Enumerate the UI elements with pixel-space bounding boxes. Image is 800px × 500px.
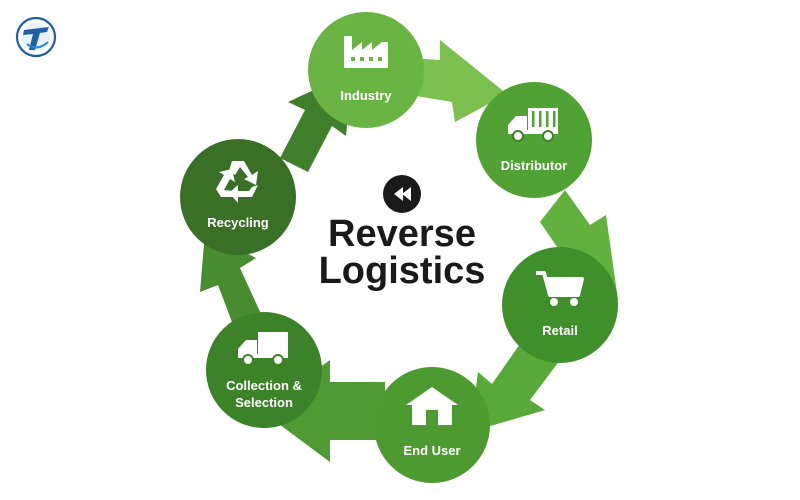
brand-logo-icon [15, 16, 57, 58]
node-recycling: Recycling [180, 139, 296, 255]
node-end-user: End User [374, 367, 490, 483]
delivery-truck-icon [238, 332, 288, 366]
title-line-1: Reverse [328, 213, 476, 255]
house-icon [406, 387, 458, 425]
factory-icon [344, 36, 388, 68]
node-label: Collection & [226, 378, 302, 393]
node-industry: Industry [308, 12, 424, 128]
center-title: Reverse Logistics [319, 175, 486, 292]
recycle-icon [216, 161, 258, 203]
title-line-2: Logistics [319, 250, 486, 292]
truck-icon [508, 108, 558, 142]
node-circle [206, 312, 322, 428]
node-collection: Collection & Selection [206, 312, 322, 428]
node-label: Industry [340, 88, 392, 103]
arrow-enduser-to-collection [260, 360, 385, 462]
arrow-collection-to-recycling [200, 232, 262, 330]
node-label: Retail [542, 323, 577, 338]
node-circle [502, 247, 618, 363]
node-retail: Retail [502, 247, 618, 363]
rewind-icon [383, 175, 421, 213]
node-label: Distributor [501, 158, 567, 173]
node-circle [308, 12, 424, 128]
arrow-retail-to-enduser [470, 344, 560, 432]
node-circle [476, 82, 592, 198]
node-label: Recycling [207, 215, 268, 230]
node-label: End User [403, 443, 460, 458]
node-distributor: Distributor [476, 82, 592, 198]
shopping-cart-icon [536, 271, 584, 306]
node-label-line-2: Selection [235, 395, 293, 410]
